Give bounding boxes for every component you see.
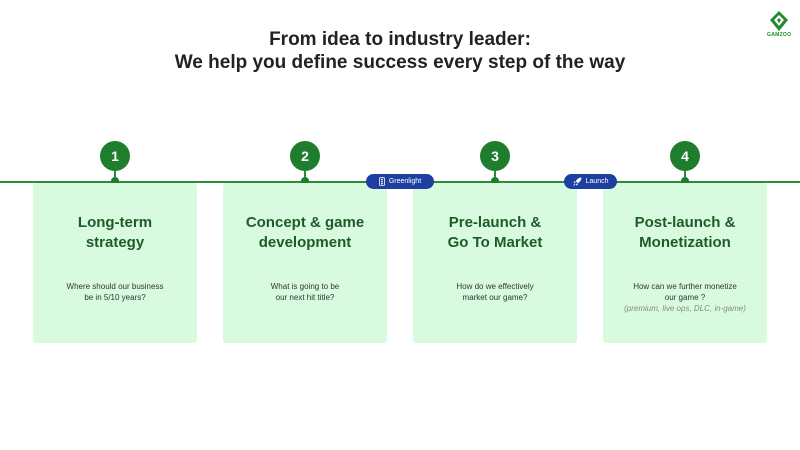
step-desc-line: market our game?	[462, 293, 528, 302]
step-card-title: Pre-launch & Go To Market	[413, 213, 577, 253]
step-card-3: Pre-launch & Go To Market How do we effe…	[413, 183, 577, 343]
step-number-2: 2	[290, 141, 320, 171]
logo: GAMZOO	[767, 10, 791, 44]
step-title-line: Post-launch &	[634, 214, 736, 231]
step-desc-line: our next hit title?	[275, 293, 335, 302]
traffic-light-icon	[378, 177, 385, 186]
step-dot-1	[111, 177, 119, 185]
step-stem-2	[304, 171, 306, 181]
step-desc-line: Where should our business	[66, 282, 164, 291]
step-desc-line: How can we further monetize	[633, 282, 737, 291]
step-stem-1	[114, 171, 116, 181]
step-title-line: Long-term	[77, 214, 153, 231]
step-dot-4	[681, 177, 689, 185]
step-card-title: Concept & game development	[223, 213, 387, 253]
rocket-icon	[572, 177, 582, 186]
step-stem-4	[684, 171, 686, 181]
step-number-4: 4	[670, 141, 700, 171]
title-line-2: We help you define success every step of…	[174, 52, 626, 73]
step-desc-line: What is going to be	[270, 282, 340, 291]
step-desc-line: be in 5/10 years?	[84, 293, 146, 302]
title-line-1: From idea to industry leader:	[269, 29, 531, 50]
step-desc-note: (premium, live ops, DLC, in-game)	[624, 304, 746, 313]
step-card-4: Post-launch & Monetization How can we fu…	[603, 183, 767, 343]
milestone-launch: Launch	[564, 174, 617, 189]
step-card-description: How do we effectively market our game?	[413, 281, 577, 303]
step-title-line: Concept & game	[245, 214, 365, 231]
milestone-label: Greenlight	[388, 178, 422, 185]
step-title-line: Go To Market	[447, 234, 543, 251]
milestone-greenlight: Greenlight	[366, 174, 434, 189]
gamzoo-logo-icon	[770, 11, 788, 31]
step-card-title: Post-launch & Monetization	[603, 213, 767, 253]
step-desc-line: our game ?	[664, 293, 706, 302]
step-dot-2	[301, 177, 309, 185]
step-stem-3	[494, 171, 496, 181]
step-title-line: strategy	[85, 234, 145, 251]
page-title: From idea to industry leader: We help yo…	[0, 28, 800, 74]
step-card-description: What is going to be our next hit title?	[223, 281, 387, 303]
logo-text: GAMZOO	[767, 32, 792, 38]
step-card-2: Concept & game development What is going…	[223, 183, 387, 343]
step-number-1: 1	[100, 141, 130, 171]
milestone-label: Launch	[585, 178, 609, 185]
step-title-line: Pre-launch &	[448, 214, 542, 231]
step-desc-line: How do we effectively	[456, 282, 534, 291]
step-card-description: Where should our business be in 5/10 yea…	[33, 281, 197, 303]
step-number-3: 3	[480, 141, 510, 171]
step-card-1: Long-term strategy Where should our busi…	[33, 183, 197, 343]
step-title-line: Monetization	[639, 234, 731, 251]
step-card-description: How can we further monetize our game ? (…	[603, 281, 767, 314]
step-title-line: development	[258, 234, 352, 251]
step-dot-3	[491, 177, 499, 185]
step-card-title: Long-term strategy	[33, 213, 197, 253]
